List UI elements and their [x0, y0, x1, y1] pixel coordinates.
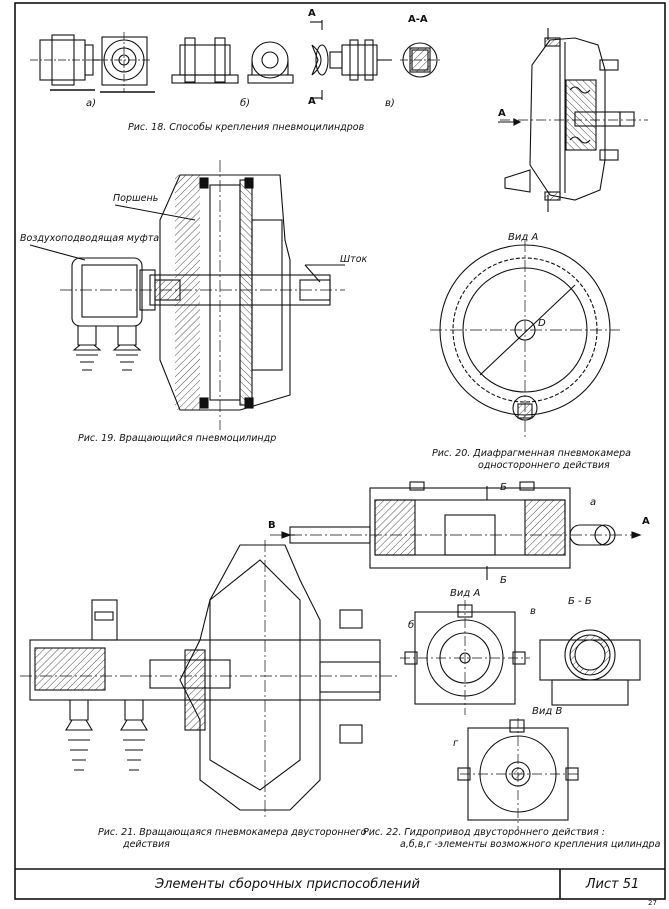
- fig20-view-label: Вид А: [508, 232, 539, 243]
- fig22-section-mark-top: Б: [500, 482, 507, 493]
- fig22-mark-g: г: [453, 738, 459, 749]
- fig21-caption-line2: действия: [123, 839, 170, 850]
- fig22-view-b: Вид В: [532, 706, 563, 717]
- fig18-sub-b: б): [240, 98, 251, 109]
- fig22-mark-b: б: [408, 620, 415, 631]
- fig20-view-a: [430, 240, 620, 440]
- fig18-section-mark-bottom: А: [308, 96, 316, 107]
- fig22-mark-v: в: [530, 606, 536, 617]
- fig22-view-b: [457, 718, 580, 830]
- fig22-arrow-a: А: [642, 516, 650, 527]
- fig22-section-label: Б - Б: [568, 596, 592, 607]
- fig18-section-label: А-А: [408, 14, 428, 25]
- fig20-dim-label: D: [538, 318, 546, 329]
- fig22-arrow-b: В: [268, 520, 276, 531]
- fig22-mark-a: а: [590, 497, 597, 508]
- fig18-sub-v: в): [385, 98, 395, 109]
- fig20-side-view: [498, 28, 648, 212]
- fig18-sub-a: а): [86, 98, 97, 109]
- fig19-caption: Рис. 19. Вращающийся пневмоцилиндр: [78, 433, 277, 444]
- fig18-section-mark-top: А: [308, 8, 316, 19]
- fig22-section-mark-bottom: Б: [500, 575, 507, 586]
- fig22-hydro-cylinder: [270, 481, 642, 580]
- fig19-label-rod: Шток: [340, 254, 368, 265]
- fig21-chamber: [20, 540, 400, 820]
- title-block-title: Элементы сборочных приспособлений: [155, 876, 420, 892]
- fig22-caption-line1: Рис. 22. Гидропривод двустороннего дейст…: [363, 827, 605, 838]
- fig18-caption: Рис. 18. Способы крепления пневмоцилиндр…: [128, 122, 365, 133]
- fig22-section-bb: [539, 629, 641, 706]
- page-number: 27: [648, 899, 657, 907]
- fig19-label-coupling: Воздухоподводящая муфта: [20, 233, 160, 244]
- fig22-view-a: Вид А: [450, 588, 481, 599]
- fig20-caption-line2: одностороннего действия: [478, 460, 610, 471]
- fig20-arrow-label: А: [498, 108, 506, 119]
- fig19-label-piston: Поршень: [113, 193, 159, 204]
- sheet-frame: [14, 2, 666, 900]
- fig18-views: [30, 20, 440, 100]
- fig21-caption-line1: Рис. 21. Вращающаяся пневмокамера двусто…: [98, 827, 367, 838]
- fig22-view-a: [400, 600, 530, 715]
- fig19-cylinder: [29, 160, 345, 430]
- fig20-caption-line1: Рис. 20. Диафрагменная пневмокамера: [432, 448, 631, 459]
- title-block-sheet: Лист 51: [585, 876, 640, 892]
- fig22-caption-line2: а,б,в,г -элементы возможного крепления ц…: [400, 839, 661, 850]
